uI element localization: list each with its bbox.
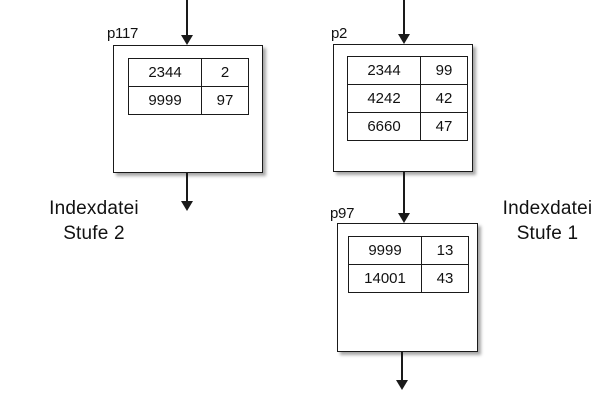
- entry-pointer: 2: [201, 58, 249, 87]
- caption-left-line2: Stufe 2: [63, 223, 125, 245]
- entry-key: 6660: [347, 112, 421, 141]
- entry-key: 2344: [128, 58, 202, 87]
- entry-table-p97: 9999 13 14001 43: [348, 236, 469, 293]
- arrow-out-of-p97-icon: [401, 352, 403, 381]
- table-row: 6660 47: [347, 112, 468, 141]
- caption-left-line1: Indexdatei: [49, 198, 139, 219]
- entry-pointer: 97: [201, 86, 249, 115]
- table-row: 2344 2: [128, 58, 249, 87]
- entry-key: 9999: [128, 86, 202, 115]
- arrow-p2-to-p97-icon: [403, 172, 405, 214]
- table-row: 4242 42: [347, 84, 468, 113]
- entry-pointer: 43: [421, 264, 469, 293]
- entry-pointer: 42: [420, 84, 468, 113]
- entry-key: 4242: [347, 84, 421, 113]
- table-row: 9999 13: [348, 236, 469, 265]
- table-row: 2344 99: [347, 56, 468, 85]
- entry-key: 9999: [348, 236, 422, 265]
- entry-pointer: 99: [420, 56, 468, 85]
- entry-key: 2344: [347, 56, 421, 85]
- block-label-p2: p2: [331, 25, 348, 42]
- entry-pointer: 13: [421, 236, 469, 265]
- entry-table-p2: 2344 99 4242 42 6660 47: [347, 56, 468, 141]
- block-label-p97: p97: [330, 205, 355, 222]
- table-row: 9999 97: [128, 86, 249, 115]
- arrow-into-p117-icon: [186, 0, 188, 36]
- block-label-p117: p117: [107, 25, 139, 42]
- caption-right: Indexdatei Stufe 1: [490, 196, 605, 246]
- entry-table-p117: 2344 2 9999 97: [128, 58, 249, 115]
- arrow-out-of-p117-icon: [186, 173, 188, 202]
- caption-right-line1: Indexdatei: [502, 198, 593, 219]
- caption-right-line2: Stufe 1: [516, 223, 579, 245]
- arrow-into-p2-icon: [403, 0, 405, 35]
- entry-key: 14001: [348, 264, 422, 293]
- caption-left: Indexdatei Stufe 2: [14, 196, 174, 246]
- entry-pointer: 47: [420, 112, 468, 141]
- table-row: 14001 43: [348, 264, 469, 293]
